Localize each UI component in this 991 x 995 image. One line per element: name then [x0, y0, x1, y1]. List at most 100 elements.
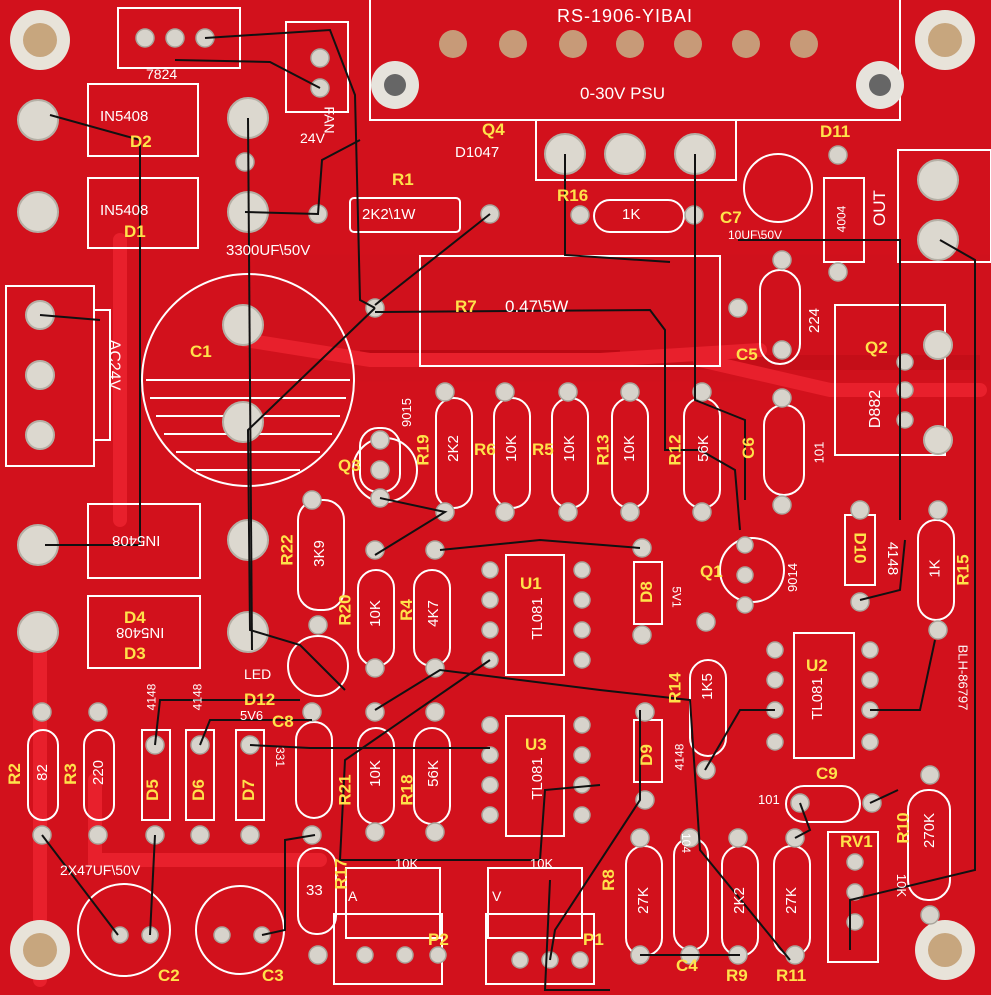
ref-r6: R6 [474, 440, 496, 459]
ref-r14: R14 [665, 672, 685, 704]
ref-r8: R8 [598, 869, 618, 891]
ref-p2: P2 [428, 930, 449, 949]
val-r7: 0.47\5W [505, 297, 569, 316]
ref-r12: R12 [665, 434, 685, 466]
serial-label: BLH-86797 [955, 644, 971, 711]
ref-u3: U3 [525, 735, 547, 754]
ref-r3: R3 [60, 763, 80, 785]
ref-rv1: RV1 [840, 832, 873, 851]
val-d4: IN5408 [112, 532, 161, 549]
ref-r2: R2 [4, 763, 24, 785]
ref-r19: R19 [413, 434, 433, 466]
q4-part-label: D1047 [455, 144, 500, 161]
val-r5: 10K [560, 435, 578, 462]
output-label: OUT [869, 190, 889, 226]
q1-part-label: 9014 [784, 563, 800, 592]
val-r19: 2K2 [444, 435, 462, 462]
val-u1: TL081 [528, 597, 546, 640]
mounting-holes [10, 10, 975, 980]
ref-c1: C1 [190, 342, 212, 361]
val-d8: 5V1 [669, 586, 684, 608]
val-d6: 4148 [190, 683, 205, 711]
ref-c9: C9 [816, 764, 838, 783]
val-c8: 331 [273, 746, 288, 768]
c2-value-label: 2X47UF\50V [60, 862, 141, 878]
ref-d6: D6 [188, 779, 208, 801]
voltmeter-label: V [492, 888, 502, 904]
val-d7: 5V6 [240, 708, 264, 723]
ref-d8: D8 [636, 581, 656, 603]
large-pads [17, 97, 959, 653]
val-r16: 1K [622, 206, 641, 223]
ref-u1: U1 [520, 574, 542, 593]
fan-label: FAN [321, 106, 338, 134]
val-d1: IN5408 [100, 202, 149, 219]
val-d5: 4148 [144, 683, 159, 711]
ref-r11: R11 [776, 966, 807, 985]
ref-d7: D7 [238, 779, 258, 801]
c1-value-label: 3300UF\50V [226, 242, 311, 259]
ref-r9: R9 [726, 966, 748, 985]
val-p2: 10K [395, 856, 419, 871]
ref-c4: C4 [676, 956, 698, 975]
ac-input-label: AC24V [105, 339, 123, 391]
val-u2: TL081 [808, 677, 826, 720]
ref-r4: R4 [396, 599, 416, 621]
ammeter-label: A [348, 888, 358, 904]
val-r21: 10K [366, 760, 384, 787]
ref-u2: U2 [806, 656, 828, 675]
val-r11: 27K [782, 887, 800, 914]
ref-r13: R13 [593, 434, 613, 466]
val-d9: 4148 [672, 743, 687, 771]
ref-r1: R1 [392, 170, 414, 189]
val-r9: 2K2 [730, 887, 748, 914]
ref-c2: C2 [158, 966, 180, 985]
ref-r17: R17 [331, 858, 351, 890]
fan-voltage-label: 24V [300, 130, 325, 146]
val-r3: 220 [90, 759, 108, 786]
ref-q3: Q3 [338, 456, 361, 475]
board-subtitle: 0-30V PSU [580, 84, 666, 103]
val-r1: 2K2\1W [362, 206, 416, 223]
ref-d4: D4 [124, 608, 146, 627]
ref-r15: R15 [953, 554, 973, 586]
val-rv1: 10K [894, 873, 910, 898]
val-r22: 3K9 [310, 540, 328, 567]
val-r20: 10K [366, 600, 384, 627]
ref-p1: P1 [583, 930, 604, 949]
ref-d9: D9 [636, 744, 656, 766]
val-r10: 270K [921, 812, 939, 849]
val-r15: 1K [926, 559, 944, 578]
ref-d1: D1 [124, 222, 146, 241]
val-c4: 104 [679, 832, 694, 854]
val-r18: 56K [424, 760, 442, 787]
ref-d10: D10 [850, 532, 870, 564]
ref-r7: R7 [455, 297, 477, 316]
drawn-wires [39, 28, 976, 991]
ref-r20: R20 [335, 594, 355, 626]
val-c5: 224 [806, 307, 824, 334]
val-r12: 56K [694, 435, 712, 462]
ref-d2: D2 [130, 132, 152, 151]
ref-q2: Q2 [865, 338, 888, 357]
ref-d12: D12 [244, 690, 276, 709]
ref-c5: C5 [736, 345, 758, 364]
val-r6: 10K [502, 435, 520, 462]
val-c6: 101 [811, 441, 827, 464]
ref-d11: D11 [820, 122, 851, 141]
ref-d5: D5 [142, 779, 162, 801]
val-c7: 10UF\50V [728, 228, 783, 242]
val-r8: 27K [634, 887, 652, 914]
val-d10: 4148 [884, 541, 902, 576]
board-title: RS-1906-YIBAI [557, 6, 694, 26]
val-r4: 4K7 [424, 600, 442, 627]
val-c9: 101 [758, 792, 780, 807]
val-u3: TL081 [528, 757, 546, 800]
val-r14: 1K5 [698, 673, 716, 700]
val-d2: IN5408 [100, 108, 149, 125]
val-d3: IN5408 [116, 624, 165, 641]
q2-part-label: D882 [867, 389, 885, 429]
ref-r10: R10 [893, 812, 913, 844]
